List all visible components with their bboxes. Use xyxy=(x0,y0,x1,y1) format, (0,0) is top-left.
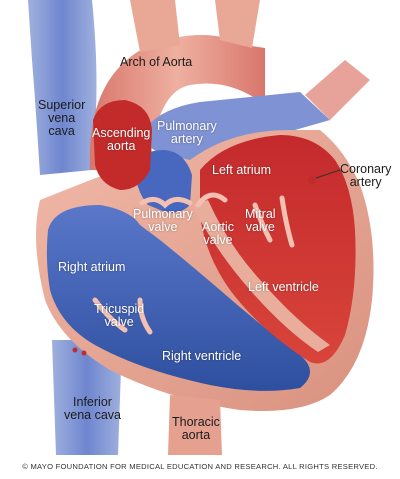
inferior-vena-cava-vessel xyxy=(52,340,122,455)
ascending-aorta-chamber xyxy=(93,100,152,190)
aorta-branch xyxy=(215,0,260,48)
tricuspid-valve-leaflets xyxy=(92,297,153,335)
label-ascending-aorta: Ascending aorta xyxy=(92,126,151,153)
mitral-valve-leaflets xyxy=(252,195,295,248)
coronary-artery-leader xyxy=(315,169,341,179)
label-arch-of-aorta: Arch of Aorta xyxy=(120,55,193,69)
label-aortic-valve: Aortic valve xyxy=(202,220,234,247)
label-right-atrium: Right atrium xyxy=(58,260,126,274)
pulmonary-valve-leaflets xyxy=(139,197,193,209)
right-chambers xyxy=(46,205,310,391)
superior-vena-cava-vessel xyxy=(28,0,97,175)
left-chambers xyxy=(200,135,356,364)
coronary-artery-dot xyxy=(308,176,316,184)
label-pulmonary-artery: Pulmonary artery xyxy=(157,119,217,146)
label-right-ventricle: Right ventricle xyxy=(162,349,242,363)
label-inferior-vena-cava: Inferior vena cava xyxy=(64,395,121,422)
septum xyxy=(192,200,330,352)
label-coronary-artery: Coronary artery xyxy=(340,162,392,189)
label-tricuspid-valve: Tricuspid valve xyxy=(94,302,145,329)
node xyxy=(72,347,78,353)
label-pulmonary-valve: Pulmonary valve xyxy=(133,207,193,234)
label-mitral-valve: Mitral valve xyxy=(245,207,276,234)
copyright-notice: © MAYO FOUNDATION FOR MEDICAL EDUCATION … xyxy=(22,462,378,471)
aorta-branch xyxy=(130,0,180,52)
pulmonary-vein xyxy=(305,60,370,120)
label-superior-vena-cava: Superior vena cava xyxy=(38,98,86,138)
thoracic-aorta-vessel xyxy=(168,395,222,455)
aortic-valve-leaflets xyxy=(195,192,228,208)
label-left-atrium: Left atrium xyxy=(212,163,272,177)
pulmonary-artery-vessel xyxy=(140,92,330,175)
label-left-ventricle: Left ventricle xyxy=(248,280,319,294)
node xyxy=(81,350,87,356)
label-thoracic-aorta: Thoracic aorta xyxy=(172,415,220,442)
